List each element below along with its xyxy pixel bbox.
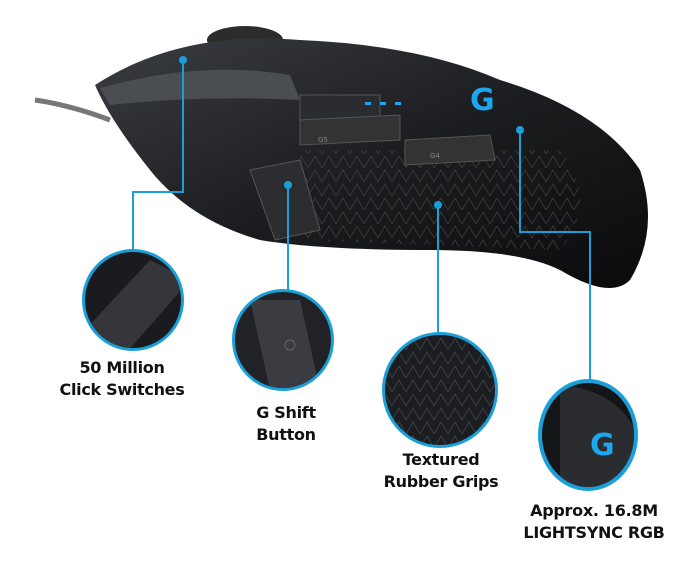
callout-dots: [179, 56, 524, 209]
g5-button-label: G5: [318, 136, 328, 144]
detail-click-switches: [82, 249, 184, 351]
detail-g-shift: [232, 289, 334, 391]
g4-button-label: G4: [430, 152, 440, 160]
svg-text:G: G: [590, 428, 615, 463]
dpi-indicator-icon: [365, 102, 401, 105]
callout-lines: [132, 60, 591, 383]
detail-rubber-grips: [382, 332, 498, 448]
detail-lightsync-rgb: G: [538, 379, 638, 491]
g-logo-icon: G: [470, 83, 495, 118]
mouse-cable: [34, 97, 111, 123]
